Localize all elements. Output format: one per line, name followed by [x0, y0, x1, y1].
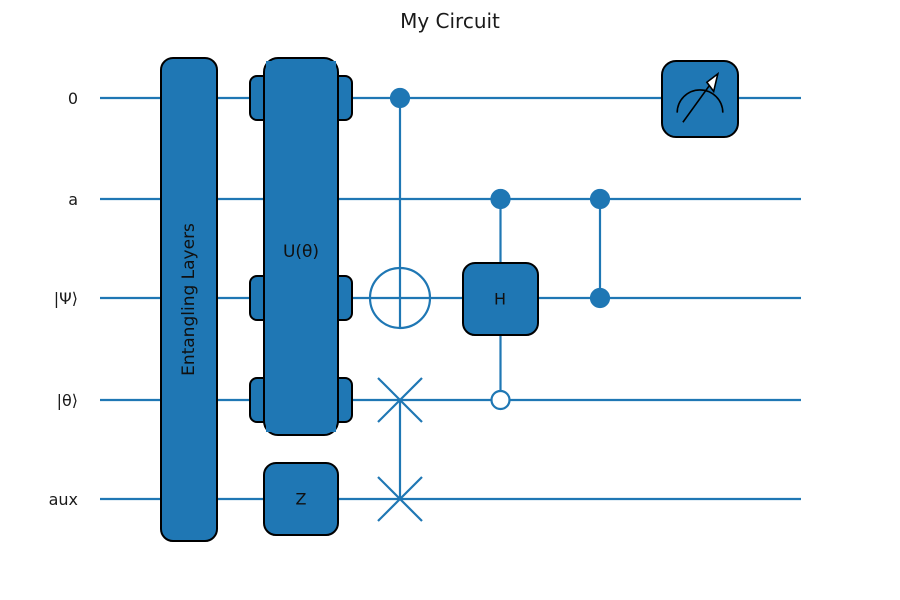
wire-label-2: |Ψ⟩: [54, 289, 78, 308]
entangling-layers-body[interactable]: [160, 57, 218, 542]
wire-label-1: a: [68, 190, 78, 209]
cz[interactable]: [589, 188, 611, 309]
measure-arc-icon: [676, 89, 724, 113]
wire-label-0: 0: [68, 89, 78, 108]
page-title: My Circuit: [400, 9, 500, 33]
controlled-h-anti-control-dot-icon-1: [490, 389, 511, 411]
u-theta[interactable]: U(θ): [249, 57, 353, 436]
u-theta-label: U(θ): [283, 242, 319, 262]
controlled-h[interactable]: H: [462, 188, 539, 411]
controlled-h-label: H: [494, 290, 506, 309]
cnot[interactable]: [368, 87, 432, 330]
entangling-layers[interactable]: Entangling Layers: [160, 57, 218, 542]
cnot-target-icon: [368, 266, 432, 330]
z-gate-label: Z: [296, 490, 307, 509]
u-theta-body-fill: [266, 61, 336, 432]
controlled-h-body[interactable]: [462, 262, 539, 336]
gates-group: Entangling Layers U(θ) Z H: [160, 57, 739, 542]
wire-labels-group: 0 a |Ψ⟩ |θ⟩ aux: [49, 89, 78, 509]
swap-cross-icon-1-b: [377, 476, 423, 522]
control-dot-icon-0: [589, 188, 611, 210]
entangling-layers-label: Entangling Layers: [179, 223, 199, 376]
wire-label-4: aux: [49, 490, 78, 509]
z-gate-body[interactable]: [263, 462, 339, 536]
controlled-h-control-dot-icon-0: [490, 188, 511, 210]
swap[interactable]: [377, 377, 423, 522]
control-dot-icon: [389, 87, 411, 109]
measure-arrowhead-icon: [705, 71, 720, 94]
control-dot-icon-1: [589, 287, 611, 309]
wire-label-3: |θ⟩: [57, 391, 78, 410]
measure[interactable]: [661, 60, 739, 138]
swap-cross-icon-0-b: [377, 377, 423, 423]
z-gate[interactable]: Z: [263, 462, 339, 536]
